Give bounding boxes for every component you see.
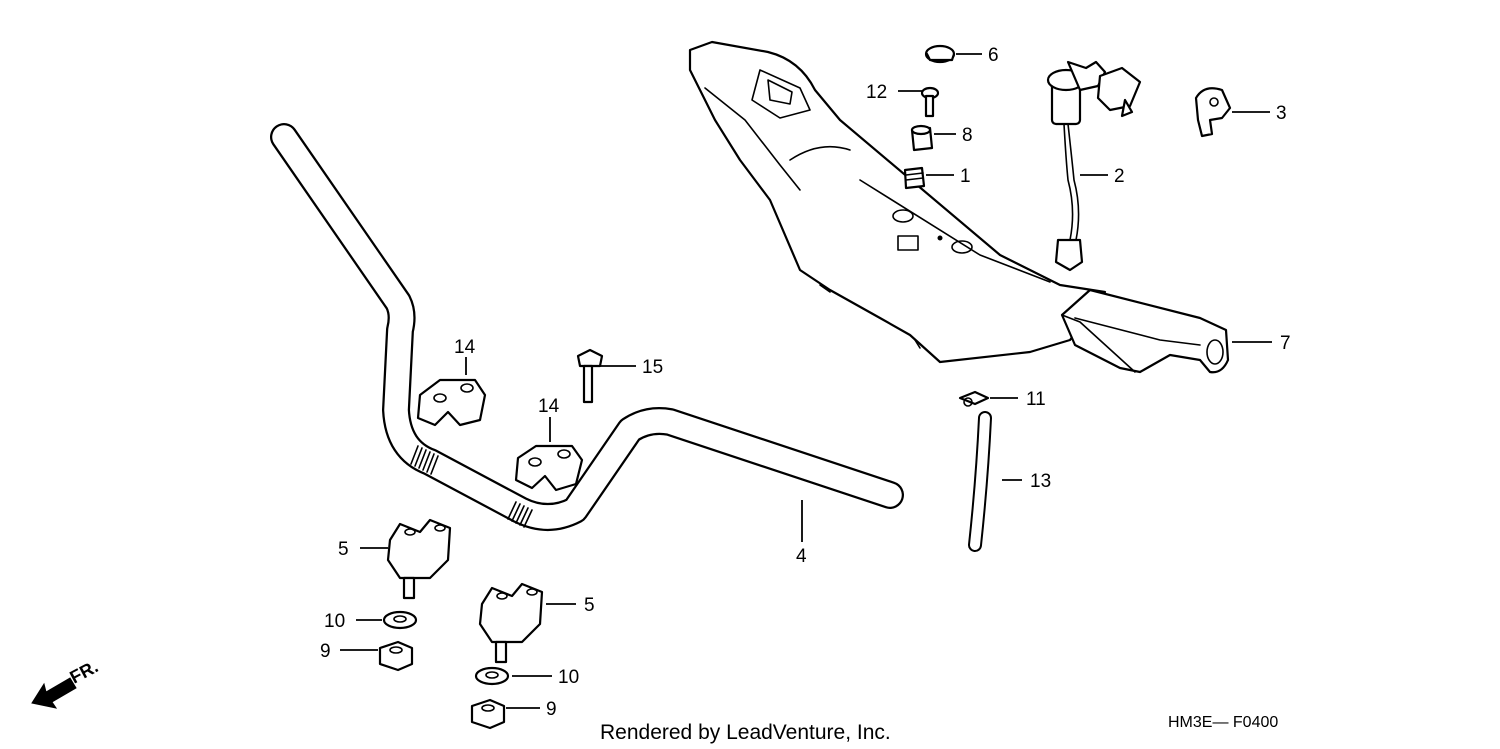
callout-11: 11 xyxy=(1026,389,1046,410)
cap[interactable] xyxy=(924,44,956,64)
callout-8: 8 xyxy=(962,125,973,146)
grommet-1[interactable] xyxy=(903,166,926,190)
callout-labels: 6 12 8 1 2 3 7 11 13 4 14 14 15 5 5 10 1… xyxy=(320,45,1291,720)
callout-12: 12 xyxy=(866,82,887,103)
callout-1: 1 xyxy=(960,166,971,187)
collar-8[interactable] xyxy=(910,124,934,152)
callout-4: 4 xyxy=(796,546,807,567)
knurl-right xyxy=(507,501,533,528)
callout-6: 6 xyxy=(988,45,999,66)
ignition-key[interactable] xyxy=(1194,87,1232,138)
callout-15: 15 xyxy=(642,357,663,378)
nut-right[interactable] xyxy=(470,698,506,730)
lower-holder-right[interactable] xyxy=(478,582,544,664)
front-direction-indicator: FR. xyxy=(31,656,101,709)
callout-14-right: 14 xyxy=(538,396,560,417)
callout-13: 13 xyxy=(1030,471,1051,492)
washer-left[interactable] xyxy=(382,610,418,630)
callout-9-right: 9 xyxy=(546,699,557,720)
upper-holder-left[interactable] xyxy=(416,378,487,427)
callout-5-right: 5 xyxy=(584,595,595,616)
callout-5-left: 5 xyxy=(338,539,349,560)
handlebar-lower-cover[interactable] xyxy=(1060,288,1230,374)
handlebar-pipe[interactable] xyxy=(270,123,904,531)
clip-11[interactable] xyxy=(958,390,990,407)
callout-7: 7 xyxy=(1280,333,1291,354)
callout-14-left: 14 xyxy=(454,337,476,358)
washer-right[interactable] xyxy=(474,666,510,686)
lower-holder-left[interactable] xyxy=(386,518,452,600)
rendered-by-text: Rendered by LeadVenture, Inc. xyxy=(600,721,891,744)
tube-13[interactable] xyxy=(968,411,992,552)
handlebar-cover[interactable] xyxy=(688,40,1107,364)
bolt-15[interactable] xyxy=(576,348,604,404)
callout-10-left: 10 xyxy=(324,611,345,632)
callout-9-left: 9 xyxy=(320,641,331,662)
callout-3: 3 xyxy=(1276,103,1287,124)
callout-2: 2 xyxy=(1114,166,1125,187)
screw-12[interactable] xyxy=(920,86,940,118)
upper-holder-right[interactable] xyxy=(514,444,584,492)
knurl-left xyxy=(410,445,439,475)
ignition-switch[interactable] xyxy=(1046,60,1142,272)
leader-lines xyxy=(340,53,1272,709)
diagram-code: HM3E— F0400 xyxy=(1168,714,1278,731)
nut-left[interactable] xyxy=(378,640,414,672)
front-arrow-icon xyxy=(31,677,77,709)
callout-10-right: 10 xyxy=(558,667,579,688)
